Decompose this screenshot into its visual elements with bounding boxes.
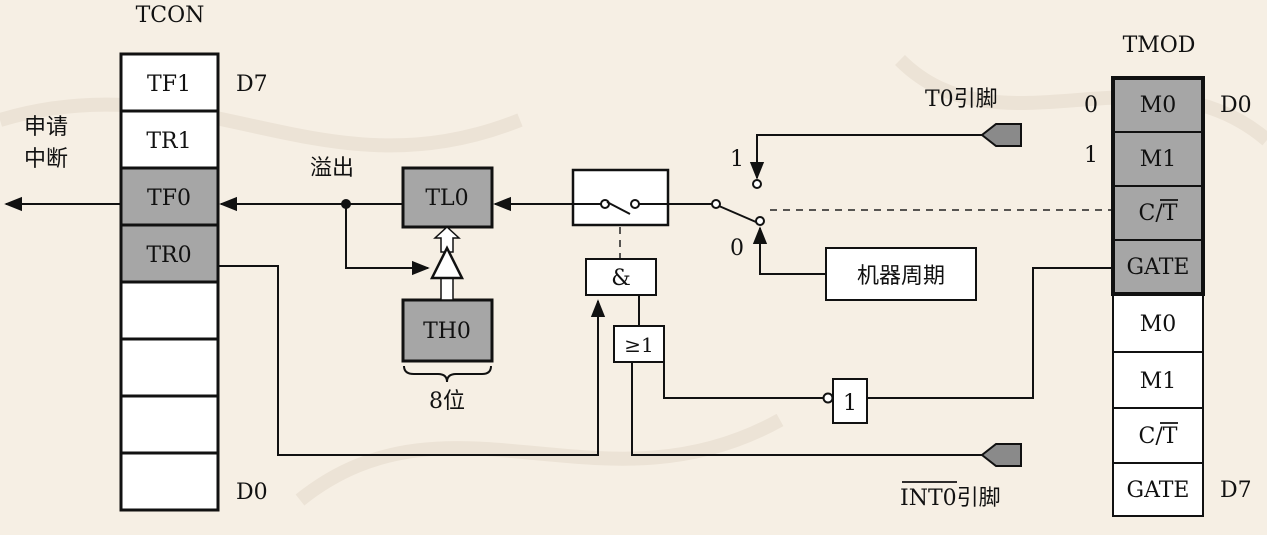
tmod-cell-label: C/T: [1139, 424, 1178, 449]
tcon-cell-label: TR1: [146, 129, 191, 154]
t0-pin-label: T0引脚: [925, 87, 998, 112]
tmod-cell-label: M1: [1140, 147, 1177, 172]
int0-pin-connector: [980, 443, 1022, 467]
tmod-title: TMOD: [1123, 33, 1196, 58]
overflow-label: 溢出: [310, 156, 354, 181]
tmod-register: M0 M1 C/T GATE M0 M1 C/T GATE: [1111, 76, 1205, 517]
tmod-top-bit: D0: [1220, 93, 1252, 118]
overflow-reload-arrow: [345, 204, 430, 276]
t0-pin-connector: [980, 123, 1022, 147]
tcon-title: TCON: [136, 3, 205, 28]
selector-contact-0: [755, 216, 765, 226]
selector-label-1: 1: [730, 147, 744, 172]
tcon-cell-highlighted: [119, 166, 220, 227]
tcon-cell: [119, 109, 220, 170]
tmod-bit-value-0: 0: [1084, 93, 1098, 118]
tcon-cell: [119, 394, 220, 455]
machine-cycle-label: 机器周期: [857, 264, 945, 289]
not-to-or-wire: [663, 362, 823, 399]
tmod-cell-label: GATE: [1127, 255, 1190, 280]
eight-bit-label: 8位: [429, 389, 465, 414]
selector-contact-1: [752, 179, 762, 189]
control-switch-box: [571, 168, 670, 227]
tcon-cell: [119, 52, 220, 113]
not-gate-label: 1: [843, 391, 857, 416]
tr0-to-and-arrow: [218, 265, 606, 456]
not-gate: [832, 378, 868, 424]
or-gate-label: ≥1: [624, 333, 653, 357]
selector-pivot: [711, 199, 721, 209]
tmod-cell-highlighted: [1112, 185, 1204, 241]
background-decoration: [0, 55, 1267, 506]
tl0-label: TL0: [425, 186, 468, 211]
tcon-top-bit: D7: [236, 72, 268, 97]
tmod-cell-label: M0: [1140, 312, 1177, 337]
tmod-cell-label: M1: [1140, 369, 1177, 394]
eight-bit-brace: [403, 365, 492, 383]
tmod-cell: [1112, 407, 1204, 464]
tmod-cell: [1112, 462, 1204, 517]
t0-input-arrow: [749, 134, 982, 180]
interrupt-label-line2: 中断: [24, 147, 68, 172]
tmod-cell: [1112, 293, 1204, 353]
tcon-cell: [119, 337, 220, 398]
tmod-cell: [1112, 351, 1204, 409]
tmod-low-nibble-border: [1111, 76, 1205, 296]
tmod-bottom-bit: D7: [1220, 478, 1252, 503]
tcon-cell-label: TF0: [147, 186, 191, 211]
tl0-box: [401, 166, 494, 229]
switch-blade: [606, 201, 631, 215]
tcon-cell-label: TF1: [147, 72, 191, 97]
tcon-bottom-bit: D0: [236, 480, 268, 505]
selector-label-0: 0: [730, 236, 744, 261]
machine-cycle-arrow: [752, 226, 826, 275]
tcon-cell: [119, 280, 220, 341]
int0-to-or-wire: [631, 362, 982, 456]
interrupt-label-line1: 申请: [24, 115, 68, 140]
tmod-cell-label: C/T: [1139, 201, 1178, 226]
tmod-cell-label: M0: [1140, 93, 1177, 118]
th0-label: TH0: [423, 319, 471, 344]
tmod-cell-highlighted: [1112, 239, 1204, 295]
and-gate: [585, 258, 657, 296]
tcon-cell-label: TR0: [146, 243, 191, 268]
overflow-triangle: [429, 245, 465, 280]
switch-contact: [630, 199, 640, 209]
selector-blade: [718, 205, 757, 223]
gate-to-not-wire: [867, 267, 1113, 399]
tmod-bit-value-1: 1: [1084, 143, 1098, 168]
tcon-cell: [119, 451, 220, 512]
switch-contact: [600, 199, 610, 209]
machine-cycle-box: [825, 247, 977, 301]
tmod-cell-label: GATE: [1127, 478, 1190, 503]
int0-pin-label: INT0引脚: [900, 486, 1001, 511]
not-gate-bubble: [822, 392, 834, 404]
and-gate-label: &: [611, 266, 631, 291]
tmod-cell-highlighted: [1112, 77, 1204, 133]
tcon-register: TF1 TR1 TF0 TR0: [119, 52, 220, 512]
